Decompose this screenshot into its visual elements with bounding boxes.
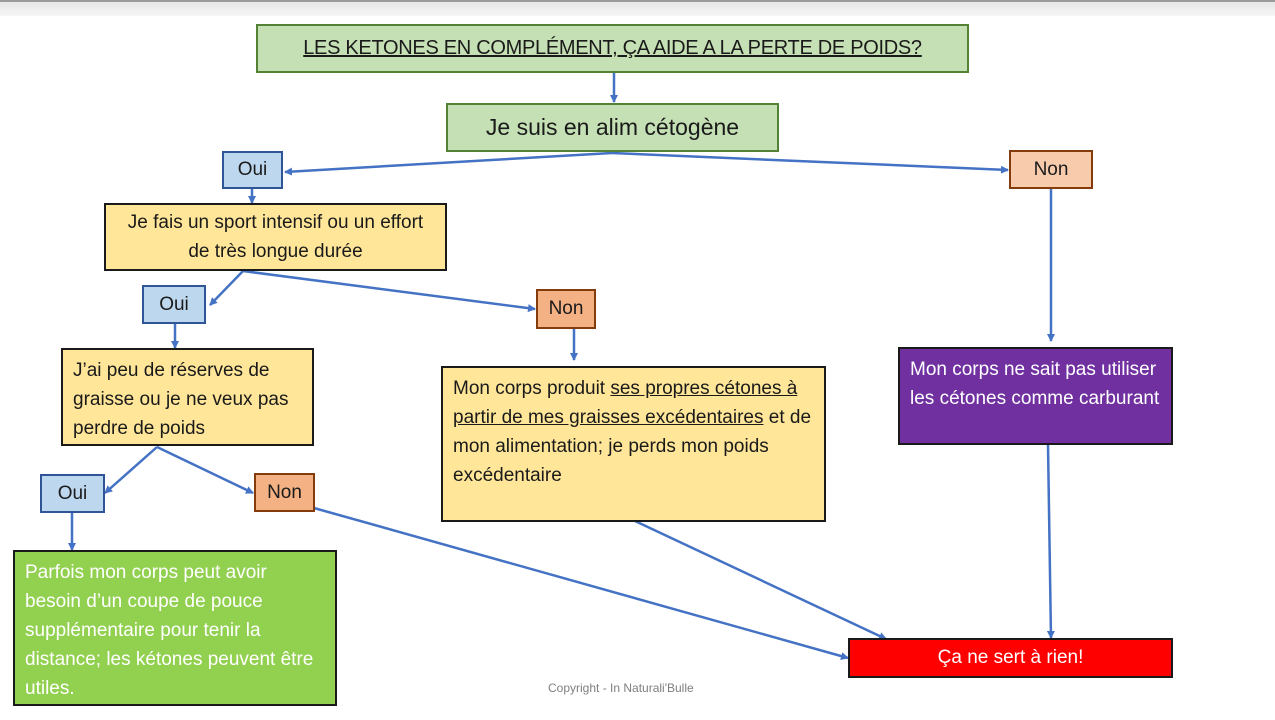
answer-no-label: Non — [267, 481, 302, 503]
cannot-use-ketones: Mon corps ne sait pas utiliser les céton… — [910, 359, 1160, 409]
cannot-use-ketones-box: Mon corps ne sait pas utiliser les céton… — [898, 347, 1173, 445]
question-ketogenic-box: Je suis en alim cétogène — [446, 103, 779, 152]
arrow-non-to-useless — [313, 506, 849, 660]
body-produces-part3: et de mon alimentation; je perds mon poi… — [453, 407, 812, 486]
answer-yes-label: Oui — [237, 159, 268, 180]
answer-yes-1: Oui — [222, 151, 283, 189]
body-produces-part2: ses propres cétones à partir de mes grai… — [453, 378, 798, 428]
title-box: LES KETONES EN COMPLÉMENT, ÇA AIDE A LA … — [256, 24, 969, 73]
arrow-q1-to-oui — [284, 151, 613, 176]
arrow-q2-to-non — [242, 269, 536, 313]
arrow-q3-to-non — [156, 445, 254, 495]
body-produces-part1: Mon corps produit — [453, 378, 606, 399]
arrow-q1-to-non — [611, 151, 1009, 174]
answer-yes-2: Oui — [142, 285, 206, 324]
answer-no-label: Non — [1033, 158, 1069, 180]
arrow-no-use-to-useless — [1046, 444, 1055, 639]
window-top-bar — [0, 0, 1275, 16]
copyright: Copyright - In Naturali'Bulle — [548, 681, 694, 695]
question-reserves-box: J’ai peu de réserves de graisse ou je ne… — [61, 348, 314, 446]
answer-no-1: Non — [1009, 150, 1093, 189]
body-produces-ketones-box: Mon corps produit ses propres cétones à … — [441, 366, 826, 522]
useless-text: Ça ne sert à rien! — [937, 647, 1084, 668]
answer-yes-3: Oui — [40, 474, 105, 513]
boost-box: Parfois mon corps peut avoir besoin d’un… — [13, 550, 337, 706]
answer-no-3: Non — [254, 473, 315, 512]
question-sport: Je fais un sport intensif ou un effort d… — [127, 212, 424, 262]
answer-no-2: Non — [536, 289, 596, 329]
question-ketogenic: Je suis en alim cétogène — [485, 114, 740, 140]
arrow-q3-to-oui — [104, 446, 158, 494]
useless-box: Ça ne sert à rien! — [848, 638, 1173, 678]
arrow-q2-to-oui — [209, 270, 244, 306]
answer-yes-label: Oui — [159, 293, 189, 315]
answer-no-label: Non — [548, 298, 584, 319]
boost-text: Parfois mon corps peut avoir besoin d’un… — [25, 562, 314, 699]
arrow-produces-to-useless — [634, 519, 887, 641]
answer-yes-label: Oui — [57, 482, 88, 504]
question-sport-box: Je fais un sport intensif ou un effort d… — [104, 203, 447, 271]
question-reserves: J’ai peu de réserves de graisse ou je ne… — [73, 360, 289, 439]
page-title: LES KETONES EN COMPLÉMENT, ÇA AIDE A LA … — [303, 37, 922, 59]
